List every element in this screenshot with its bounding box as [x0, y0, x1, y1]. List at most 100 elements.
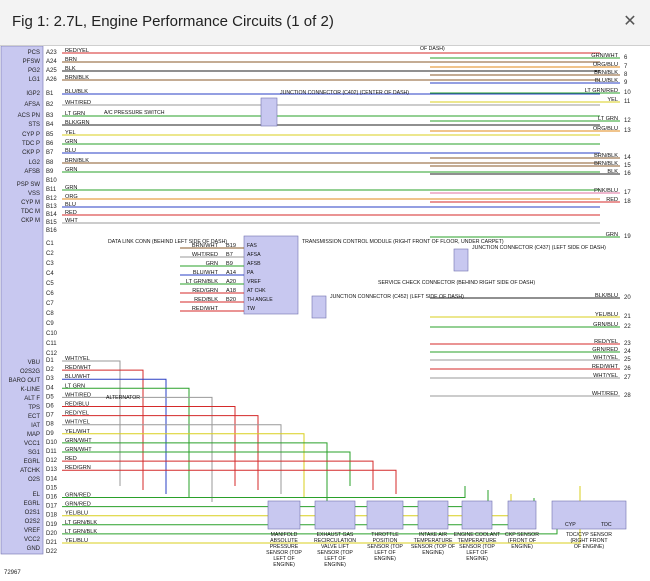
wire-label: WHT: [65, 218, 78, 224]
wire-label: RED/WHT: [65, 365, 92, 371]
right-wire-number: 6: [624, 55, 628, 61]
ecm-pin-label: CYP P: [22, 132, 40, 138]
wire-label: YEL/BLU: [65, 511, 88, 517]
pin-id: D16: [46, 495, 58, 501]
pin-id: B16: [46, 228, 57, 234]
pin-id: D13: [46, 467, 58, 473]
right-wire-label: BLU/BLK: [595, 78, 618, 84]
pin-id: B8: [46, 160, 54, 166]
tcm-pin-id: B9: [226, 261, 233, 267]
pin-id: A24: [46, 59, 57, 65]
right-wire-number: 22: [624, 324, 631, 330]
ecm-pin-label: GND: [27, 546, 41, 552]
sensor-box: [551, 500, 627, 530]
right-wire-number: 27: [624, 375, 631, 381]
ecm-pin-label: CKP P: [22, 150, 40, 156]
right-wire-label: ORG/BLU: [593, 62, 618, 68]
label-jc-c402: JUNCTION CONNECTOR (C402) (CENTER OF DAS…: [280, 90, 409, 96]
pin-id: D2: [46, 367, 54, 373]
tcm-module: [243, 235, 299, 315]
pin-id: D11: [46, 449, 57, 455]
wire: [62, 460, 374, 490]
sensor-box: [507, 500, 537, 530]
wire-label: BRN/BLK: [65, 75, 89, 81]
pin-id: C4: [46, 271, 54, 277]
wire-label: LT GRN/BLK: [186, 279, 218, 285]
pin-id: B13: [46, 204, 57, 210]
right-wire-label: GRN/BLU: [593, 322, 618, 328]
sensor-box: [267, 500, 301, 530]
label-ac-pressure: A/C PRESSURE SWITCH: [104, 110, 165, 116]
wire-label: BLU/WHT: [65, 374, 91, 380]
pin-id: C8: [46, 311, 54, 317]
right-wire-label: BRN/BLK: [594, 161, 618, 167]
pin-id: D18: [46, 513, 58, 519]
right-wire-number: 25: [624, 357, 631, 363]
ecm-pin-label: AFSB: [24, 169, 40, 175]
ecm-pin-label: TDC P: [22, 141, 40, 147]
wire: [62, 406, 236, 486]
pin-id: D3: [46, 376, 54, 382]
pin-id: D5: [46, 394, 54, 400]
pin-id: B10: [46, 178, 57, 184]
pin-id: D10: [46, 440, 58, 446]
tcm-pin-id: A18: [226, 288, 236, 294]
tcm-pin-label: AT CHK: [247, 288, 266, 294]
tcm-pin-id: B20: [226, 297, 236, 303]
pin-id: D21: [46, 540, 58, 546]
pin-id: C2: [46, 251, 54, 257]
tcm-pin-label: AFSB: [247, 261, 261, 267]
tcm-pin-id: A14: [226, 270, 236, 276]
right-wire-label: GRN: [606, 232, 618, 238]
wire-label: RED/YEL: [65, 411, 89, 417]
pin-id: D17: [46, 504, 58, 510]
pin-id: D7: [46, 413, 54, 419]
tcm-pin-id: B7: [226, 252, 233, 258]
pin-id: D1: [46, 358, 54, 364]
ecm-pin-label: CYP M: [21, 200, 40, 206]
ecm-pin-label: VBU: [28, 360, 40, 366]
ecm-pin-label: VCC2: [24, 537, 41, 543]
ecm-pin-label: MAP: [27, 432, 40, 438]
wire-label: RED/WHT: [192, 306, 219, 312]
ecm-pin-label: PFSW: [23, 59, 41, 65]
pin-id: D6: [46, 404, 54, 410]
right-wire-number: 7: [624, 64, 628, 70]
tcm-pin-label: AFSA: [247, 252, 261, 258]
ecm-pin-label: VCC1: [24, 441, 41, 447]
ecm-pin-label: BARO OUT: [9, 378, 41, 384]
close-icon[interactable]: ✕: [623, 13, 637, 30]
pin-id: C5: [46, 281, 54, 287]
pin-id: A25: [46, 68, 57, 74]
tcm-pin-label: TW: [247, 306, 255, 312]
pin-id: D15: [46, 485, 58, 491]
wire: [62, 424, 282, 494]
wire-label: WHT/RED: [192, 252, 218, 258]
ecm-pin-label: LG2: [29, 160, 41, 166]
ecm-pin-label: CKP M: [21, 218, 40, 224]
wire-label: RED/YEL: [65, 48, 89, 54]
pin-id: B6: [46, 141, 54, 147]
wire-label: GRN/WHT: [65, 447, 92, 453]
wire: [62, 442, 328, 502]
wire-label: BLU: [65, 148, 76, 154]
pin-id: C10: [46, 331, 58, 337]
wire-label: BRN/WHT: [192, 243, 219, 249]
ecm-pin-label: ECT: [28, 414, 40, 420]
wire-label: BLK/GRN: [65, 120, 90, 126]
wire: [62, 369, 144, 490]
label-top-dash: OF DASH): [420, 46, 445, 52]
wire-label: BLU/BLK: [65, 89, 88, 95]
ecm-pin-label: IAT: [31, 423, 40, 429]
label-tcm: TRANSMISSION CONTROL MODULE (RIGHT FRONT…: [302, 239, 504, 245]
right-wire-number: 21: [624, 314, 631, 320]
ecm-pin-label: EGRL: [24, 459, 41, 465]
pin-id: B9: [46, 169, 54, 175]
pin-id: D8: [46, 422, 54, 428]
right-wire-label: BRN/BLK: [594, 70, 618, 76]
right-wire-number: 8: [624, 72, 628, 78]
